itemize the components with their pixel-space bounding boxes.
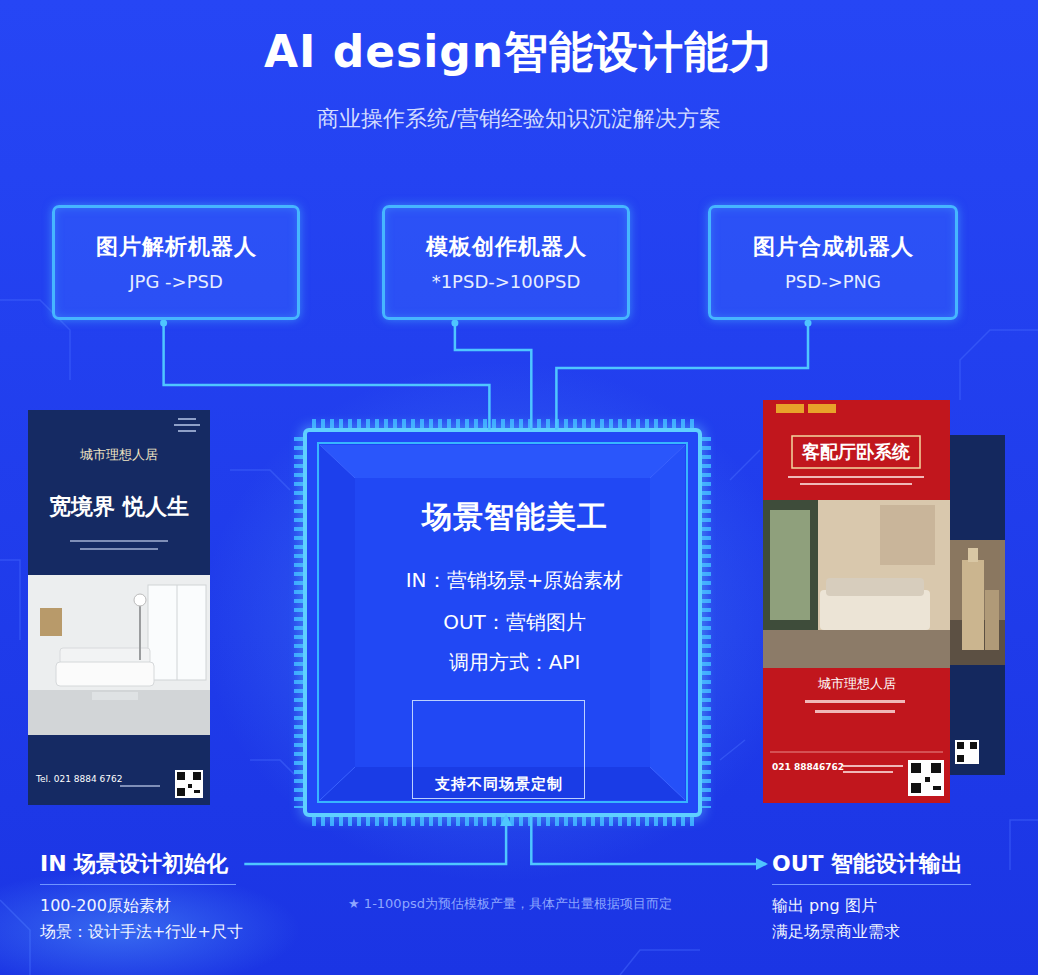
tag-box: 支持不同场景定制 — [412, 700, 585, 799]
connector-dot — [451, 320, 458, 327]
poster-text: 城市理想人居 — [28, 446, 210, 464]
tag-text: 支持不同场景定制 — [435, 774, 563, 794]
glow — [202, 362, 802, 882]
chip-title: 场景智能美工 — [305, 499, 724, 535]
connector — [556, 320, 808, 430]
box-subtitle: PSD->PNG — [785, 270, 881, 294]
box-title: 图片合成机器人 — [753, 232, 914, 262]
circuit-lines — [0, 300, 1038, 975]
io-block: OUT 智能设计输出输出 png 图片满足场景商业需求 — [772, 850, 971, 945]
box-title: 模板创作机器人 — [426, 232, 587, 262]
connector — [244, 816, 506, 864]
io-heading: IN 场景设计初始化 — [40, 850, 236, 885]
io-line: 输出 png 图片 — [772, 893, 971, 919]
title: AI design智能设计能力 — [0, 24, 1038, 80]
subtitle: 商业操作系统/营销经验知识沉淀解决方案 — [0, 104, 1038, 134]
chip-line: OUT：营销图片 — [305, 610, 724, 634]
connector-dot — [805, 320, 812, 327]
glow — [0, 870, 300, 975]
box-subtitle: *1PSD->100PSD — [432, 270, 581, 294]
poster-text: Tel. 021 8884 6762 — [36, 773, 172, 785]
io-block: IN 场景设计初始化 100-200原始素材场景：设计手法+行业+尺寸 — [40, 850, 243, 945]
poster-illustration — [763, 400, 950, 803]
connector — [531, 816, 766, 864]
io-line: 场景：设计手法+行业+尺寸 — [40, 919, 243, 945]
connector — [164, 320, 490, 430]
box-subtitle: JPG ->PSD — [129, 270, 223, 294]
io-heading: OUT 智能设计输出 — [772, 850, 971, 885]
robot-box: 图片合成机器人 PSD->PNG — [708, 205, 958, 320]
chip-line: IN：营销场景+原始素材 — [305, 568, 724, 592]
footnote: ★ 1-100psd为预估模板产量，具体产出量根据项目而定 — [270, 895, 750, 913]
poster-text: 客配厅卧系统 — [792, 439, 920, 465]
chip-line: 调用方式：API — [305, 650, 724, 674]
robot-box: 模板创作机器人 *1PSD->100PSD — [382, 205, 630, 320]
poster-text: 宽境界 悦人生 — [28, 492, 210, 520]
poster-illustration — [28, 410, 210, 805]
box-title: 图片解析机器人 — [96, 232, 257, 262]
poster-text: 城市理想人居 — [763, 675, 950, 693]
poster-text: 021 88846762 — [772, 760, 842, 774]
io-line: 100-200原始素材 — [40, 893, 243, 919]
io-line: 满足场景商业需求 — [772, 919, 971, 945]
robot-box: 图片解析机器人 JPG ->PSD — [52, 205, 300, 320]
connector — [455, 320, 531, 430]
chip-box: 场景智能美工 IN：营销场景+原始素材 OUT：营销图片调用方式：API 支持不同场景… — [305, 430, 724, 815]
connector-dot — [160, 320, 167, 327]
